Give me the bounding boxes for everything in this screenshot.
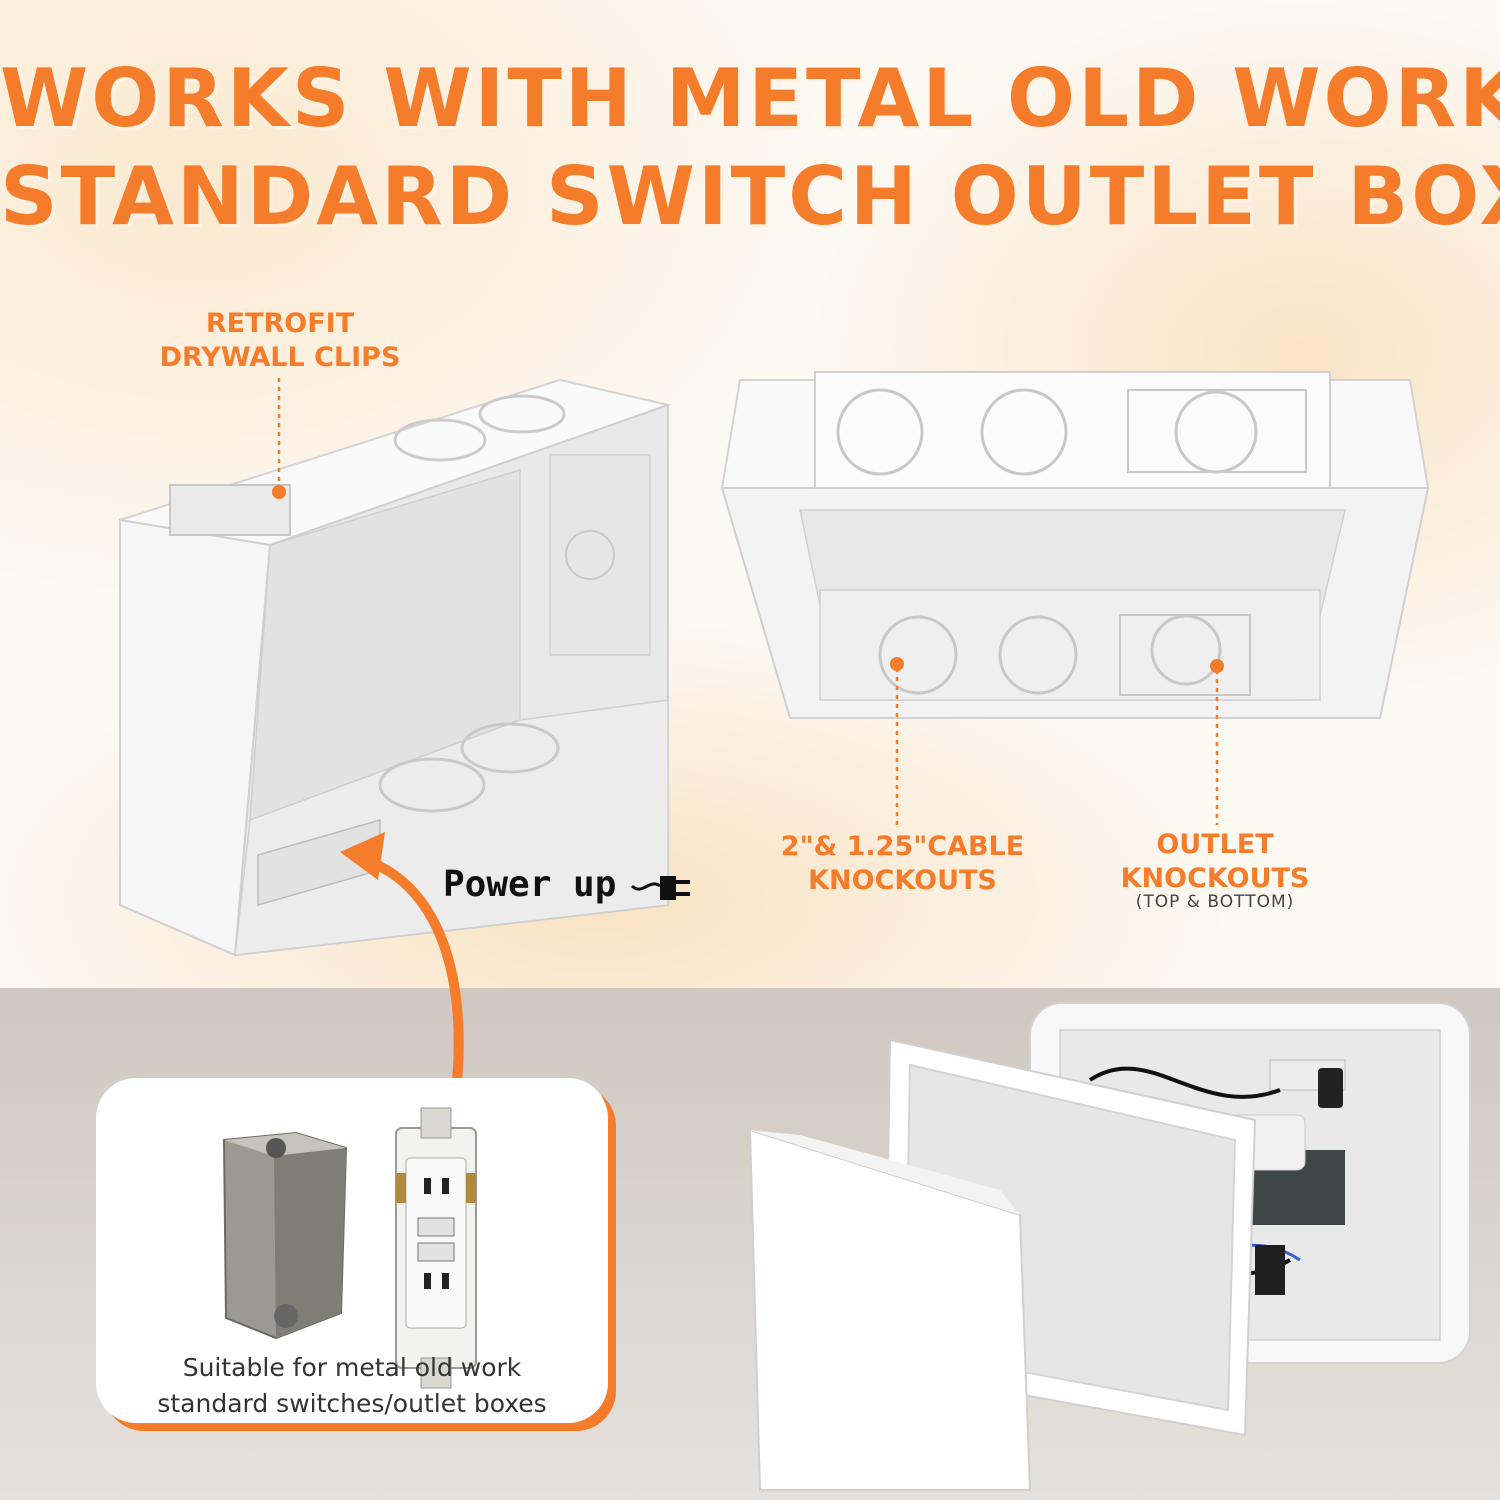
callout-lines: [277, 378, 1219, 825]
cable-knockouts-callout: 2"& 1.25"CABLE KNOCKOUTS: [770, 830, 1035, 898]
plug-icon: [630, 876, 690, 900]
card-caption-line2: standard switches/outlet boxes: [157, 1389, 547, 1418]
card-caption-line1: Suitable for metal old work: [182, 1353, 522, 1382]
metal-box-image: [222, 1131, 348, 1340]
retrofit-callout: RETROFIT DRYWALL CLIPS: [130, 307, 430, 375]
headline-line-2: STANDARD SWITCH OUTLET BOX: [0, 150, 1500, 243]
card-images: [222, 1107, 477, 1389]
outlet-label-line1: OUTLET: [1156, 829, 1274, 860]
cover-assembly-image: [748, 1002, 1471, 1491]
right-enclosure-image: [720, 371, 1430, 719]
retrofit-label-line2: DRYWALL CLIPS: [159, 342, 401, 373]
left-enclosure-image: [119, 378, 672, 957]
callout-dots: [272, 485, 1224, 673]
headline-line-1: WORKS WITH METAL OLD WORK: [0, 52, 1500, 145]
power-up-label: Power up: [443, 864, 617, 905]
cable-label-line2: KNOCKOUTS: [808, 865, 997, 896]
outlet-knockouts-callout: OUTLET KNOCKOUTS: [1100, 828, 1330, 896]
outlet-image: [395, 1107, 477, 1389]
compatibility-card: [96, 1078, 608, 1423]
cable-label-line1: 2"& 1.25"CABLE: [780, 831, 1025, 862]
arrow-icon: [340, 832, 464, 1105]
outlet-label-line2: KNOCKOUTS: [1120, 863, 1310, 894]
retrofit-label-line1: RETROFIT: [205, 308, 355, 339]
outlet-note: (TOP & BOTTOM): [1135, 892, 1295, 912]
card-caption: Suitable for metal old work standard swi…: [96, 1350, 608, 1422]
